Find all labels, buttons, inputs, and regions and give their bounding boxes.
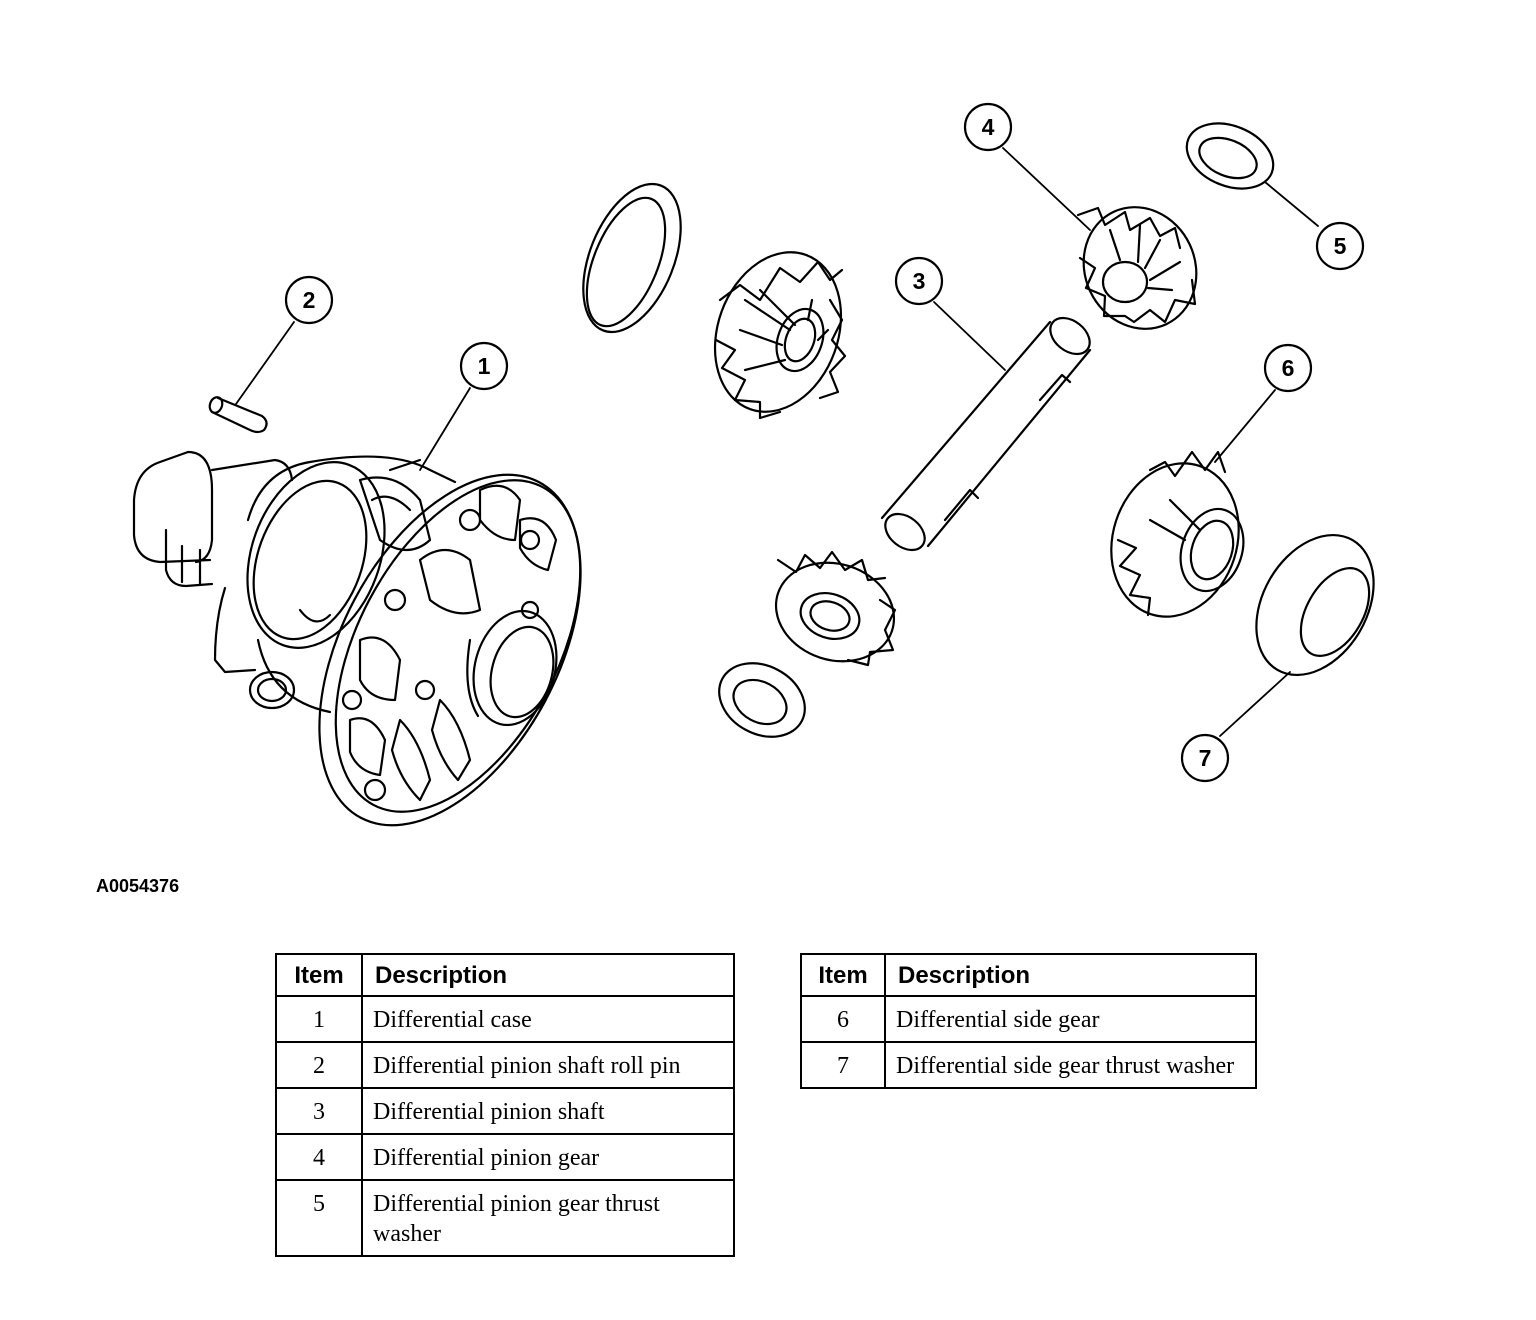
pinion-thrust-washer-upper: [582, 182, 682, 334]
side-gear-thrust-washer: [1255, 533, 1375, 677]
pinion-gear-lower: [774, 550, 897, 667]
legend-item-number: 4: [275, 1133, 363, 1181]
legend-row: 1 Differential case: [275, 995, 735, 1043]
legend-item-description: Differential pinion shaft: [361, 1087, 735, 1135]
svg-text:4: 4: [982, 114, 995, 140]
legend-item-description: Differential case: [361, 995, 735, 1043]
legend-item-description: Differential side gear: [884, 995, 1257, 1043]
item-column-header: Item: [800, 953, 886, 997]
legend-row: 3 Differential pinion shaft: [275, 1087, 735, 1135]
pinion-thrust-washer-5: [1185, 122, 1275, 190]
differential-case: [132, 450, 582, 827]
side-gear: [1110, 450, 1245, 618]
legend-row: 2 Differential pinion shaft roll pin: [275, 1041, 735, 1089]
legend-item-description: Differential pinion gear thrust washer: [361, 1179, 735, 1257]
legend-row: 5 Differential pinion gear thrust washer: [275, 1179, 735, 1257]
callout-2: 2: [284, 275, 334, 325]
legend-item-number: 3: [275, 1087, 363, 1135]
callout-4: 4: [963, 102, 1013, 152]
svg-text:6: 6: [1282, 355, 1295, 381]
description-column-header: Description: [361, 953, 735, 997]
legend-item-number: 7: [800, 1041, 886, 1089]
legend-header-row: Item Description: [800, 953, 1257, 997]
legend-item-number: 1: [275, 995, 363, 1043]
legend-item-description: Differential pinion gear: [361, 1133, 735, 1181]
legend-row: 4 Differential pinion gear: [275, 1133, 735, 1181]
figure-id: A0054376: [96, 876, 180, 896]
svg-text:7: 7: [1199, 745, 1212, 771]
legend-table-right: Item Description 6 Differential side gea…: [800, 953, 1257, 1089]
callout-3: 3: [894, 256, 944, 306]
exploded-differential-drawing: 1 2 3 4 5 6 7: [132, 102, 1375, 827]
pinion-shaft-roll-pin: [208, 396, 268, 434]
pinion-gear-4: [1076, 206, 1198, 330]
callout-5: 5: [1315, 221, 1365, 271]
callout-7: 7: [1180, 733, 1230, 783]
svg-text:2: 2: [303, 287, 316, 313]
leader-lines: [235, 147, 1319, 737]
legend-item-number: 5: [275, 1179, 363, 1257]
svg-text:1: 1: [478, 353, 491, 379]
pinion-shaft: [880, 316, 1092, 552]
svg-text:3: 3: [913, 268, 926, 294]
legend-item-description: Differential pinion shaft roll pin: [361, 1041, 735, 1089]
callout-6: 6: [1263, 343, 1313, 393]
legend-item-description: Differential side gear thrust washer: [884, 1041, 1257, 1089]
pinion-gear-upper: [713, 251, 847, 420]
legend-row: 6 Differential side gear: [800, 995, 1257, 1043]
legend-header-row: Item Description: [275, 953, 735, 997]
svg-text:5: 5: [1334, 233, 1347, 259]
description-column-header: Description: [884, 953, 1257, 997]
legend-row: 7 Differential side gear thrust washer: [800, 1041, 1257, 1089]
callout-1: 1: [459, 341, 509, 391]
pinion-thrust-washer-lower: [718, 662, 806, 738]
legend-item-number: 6: [800, 995, 886, 1043]
item-column-header: Item: [275, 953, 363, 997]
legend-item-number: 2: [275, 1041, 363, 1089]
legend-table-left: Item Description 1 Differential case 2 D…: [275, 953, 735, 1257]
